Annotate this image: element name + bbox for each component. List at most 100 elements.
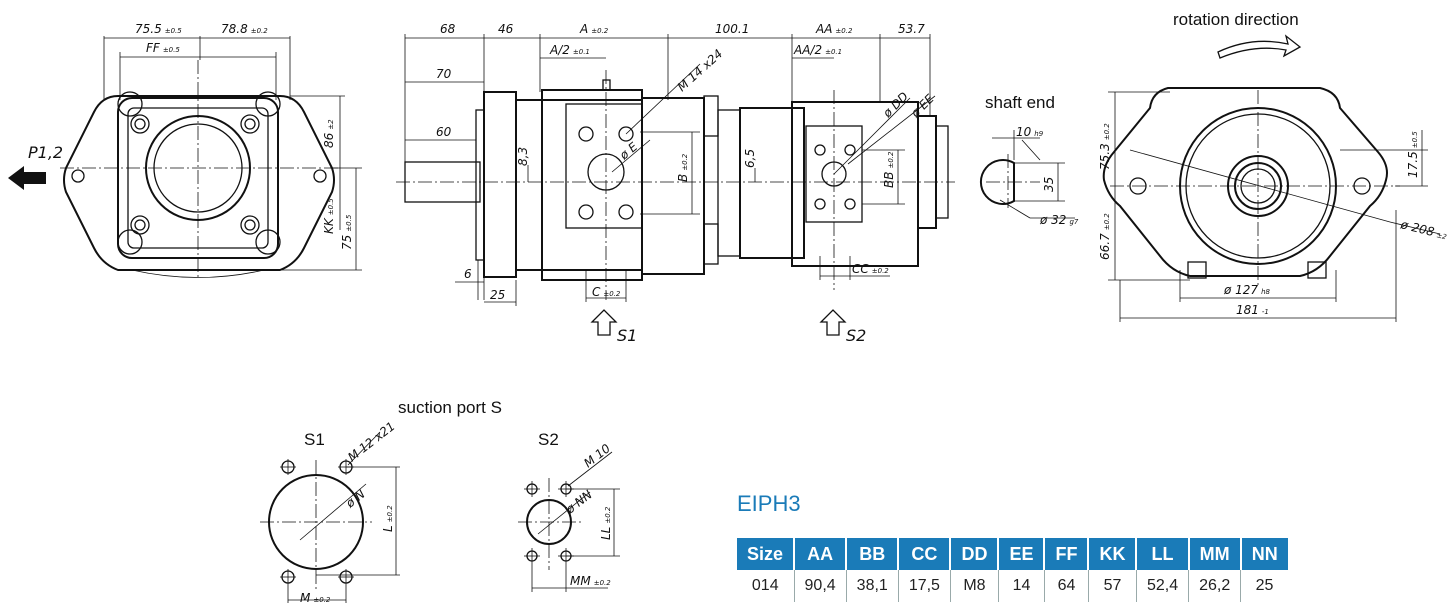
tol-label: ±0.2 [313, 596, 331, 603]
tol-label: ±0.2 [591, 27, 609, 35]
dim-100-1: 100.1 [715, 22, 749, 36]
dim-n: ø N [342, 487, 367, 511]
tol-label: g7 [1069, 218, 1078, 226]
rotation-direction-label: rotation direction [1173, 10, 1299, 29]
dim-75-3: 75.3 [1098, 143, 1112, 170]
table-cell: M8 [949, 570, 999, 602]
svg-text:ø 208±2: ø 208±2 [1398, 217, 1449, 242]
dim-68: 68 [440, 22, 456, 36]
table-header-cell: KK [1087, 538, 1137, 570]
svg-text:181-1: 181-1 [1236, 303, 1269, 317]
tol-label: ±0.2 [386, 505, 394, 523]
table-cell: 38,1 [845, 570, 899, 602]
svg-text:BB±0.2: BB ±0.2 [882, 151, 896, 188]
tol-label: ±0.2 [887, 151, 895, 169]
svg-text:75.3±0.2: 75.3±0.2 [1098, 123, 1112, 170]
dim-17-5: 17.5 [1406, 151, 1420, 178]
dim-m14: M 14 x24 [675, 47, 726, 95]
dim-6-5: 6,5 [743, 149, 757, 168]
dim-46: 46 [498, 22, 514, 36]
dim-m: M [300, 591, 311, 603]
rotation-arrow-icon [1217, 34, 1302, 59]
tol-label: ±0.2 [251, 27, 269, 35]
dim-75-5: 75.5 [135, 22, 162, 36]
suction-s2-label: S2 [846, 326, 866, 345]
table-cell: 64 [1043, 570, 1089, 602]
svg-text:78.8±0.2: 78.8±0.2 [221, 22, 268, 36]
svg-text:75±0.5: 75±0.5 [340, 214, 354, 250]
svg-text:LL±0.2: LL ±0.2 [599, 506, 613, 540]
svg-text:75.5±0.5: 75.5±0.5 [135, 22, 182, 36]
suction-port-title: suction port S [398, 398, 502, 417]
dim-nn: ø NN [562, 487, 594, 517]
table-header-cell: Size [737, 538, 795, 570]
tol-label: ±0.2 [604, 506, 612, 524]
tol-label: ±0.5 [165, 27, 183, 35]
dim-53-7: 53.7 [898, 22, 925, 36]
dim-127: ø 127 [1223, 283, 1258, 297]
dim-78-8: 78.8 [221, 22, 248, 36]
tol-label: h9 [1034, 130, 1043, 138]
dim-60: 60 [436, 125, 452, 139]
dim-ll: LL [599, 527, 613, 540]
dim-86: 86 [322, 132, 336, 148]
suction-s1-label: S1 [617, 326, 637, 345]
svg-text:KK±0.5: KK±0.5 [322, 198, 336, 234]
tol-label: ±0.5 [345, 214, 353, 232]
tol-label: h8 [1261, 288, 1270, 296]
table-cell: 25 [1240, 570, 1288, 602]
front-view: 75.5±0.5 78.8±0.2 FF±0.5 86±2 KK±0.5 75±… [8, 22, 362, 280]
dim-l: L [381, 525, 395, 532]
svg-text:AA±0.2: AA±0.2 [815, 22, 853, 36]
svg-text:CC±0.2: CC±0.2 [852, 262, 889, 276]
suction-s1-arrow-icon [590, 309, 618, 336]
dim-mm: MM [570, 574, 591, 588]
svg-text:AA/2±0.1: AA/2±0.1 [793, 43, 842, 57]
svg-text:17.5±0.5: 17.5±0.5 [1406, 131, 1420, 178]
pressure-arrow-icon [8, 166, 46, 190]
dim-208: ø 208 [1398, 217, 1436, 239]
table-header-cell: FF [1043, 538, 1089, 570]
table-cell: 26,2 [1188, 570, 1241, 602]
dim-b: B [676, 174, 690, 182]
tol-label: ±0.5 [163, 46, 181, 54]
table-header-cell: EE [997, 538, 1045, 570]
svg-text:FF±0.5: FF±0.5 [146, 41, 180, 55]
dim-ff: FF [146, 41, 161, 55]
table-header-cell: DD [949, 538, 999, 570]
svg-text:MM±0.2: MM±0.2 [570, 574, 611, 588]
dim-66-7: 66.7 [1098, 233, 1112, 260]
dim-cc: CC [852, 262, 869, 276]
port-s2-label: S2 [538, 430, 559, 449]
dim-a-half: A/2 [549, 43, 570, 57]
dim-35: 35 [1042, 177, 1056, 192]
dim-bb: BB [882, 172, 896, 188]
svg-text:M±0.2: M±0.2 [300, 591, 331, 603]
dim-8-3: 8,3 [516, 147, 530, 166]
table-cell: 57 [1087, 570, 1137, 602]
tol-label: ±0.2 [872, 267, 890, 275]
side-view: 68 46 A±0.2 100.1 AA±0.2 53.7 A/2 ±0.1 AA… [396, 22, 955, 345]
dim-25: 25 [490, 288, 505, 302]
tol-label: ±0.1 [825, 48, 842, 56]
dim-32: ø 32 [1039, 213, 1066, 227]
port-s1-label: S1 [304, 430, 325, 449]
table-cell: 14 [997, 570, 1045, 602]
suction-port-detail: suction port S S1 S2 M 12 x21 ø N L±0.2 … [260, 398, 620, 603]
suction-s2-arrow-icon [819, 309, 847, 336]
svg-text:66.7±0.2: 66.7 ±0.2 [1098, 213, 1112, 260]
svg-text:A±0.2: A±0.2 [579, 22, 609, 36]
dim-kk: KK [322, 217, 336, 234]
dim-6: 6 [464, 267, 472, 281]
dim-dd: ø DD [880, 89, 912, 121]
dim-aa-half: AA/2 [793, 43, 822, 57]
tol-label: ±0.2 [1103, 213, 1111, 231]
svg-text:86±2: 86±2 [322, 119, 336, 148]
svg-text:B±0.2: B±0.2 [676, 153, 690, 182]
dim-e: ø E [616, 139, 640, 163]
